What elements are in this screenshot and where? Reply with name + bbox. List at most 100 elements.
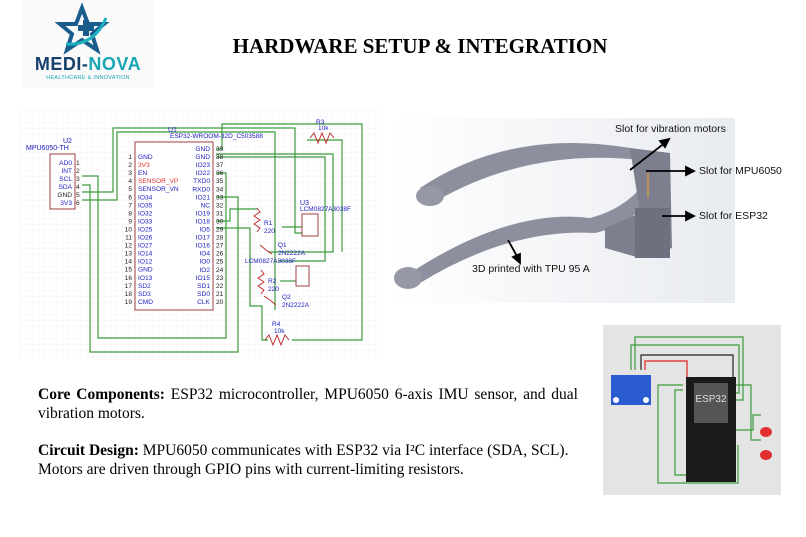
- wiring-simulation-image: ESP32: [603, 325, 781, 495]
- r2-ref: R2: [268, 278, 277, 285]
- label-mpu-slot: Slot for MPU6050: [699, 165, 782, 177]
- u1-pin-number: 9: [128, 218, 132, 225]
- u1-pin-label: IO5: [199, 227, 210, 234]
- u2-part: MPU6050-TH: [26, 145, 69, 152]
- callout-arrows: [507, 137, 697, 265]
- u1-pin-number: 32: [216, 202, 224, 209]
- u2-ref: U2: [63, 138, 72, 145]
- page-title: HARDWARE SETUP & INTEGRATION: [232, 34, 608, 58]
- u1-pin-number: 14: [125, 259, 133, 266]
- u1-pin-number: 2: [128, 162, 132, 169]
- q2-val: 2N2222A: [282, 302, 310, 309]
- u1-pin-number: 22: [216, 283, 224, 290]
- u1-pin-label: IO13: [138, 275, 153, 282]
- u1-pin-label: TXD0: [193, 178, 210, 185]
- resistor-r1: [253, 207, 261, 233]
- u2-pin-label: SCL: [59, 176, 72, 183]
- u1-pin-number: 19: [125, 299, 133, 306]
- u2-pin-label: INT: [61, 168, 72, 175]
- u1-pin-label: IO16: [196, 243, 211, 250]
- u1-pin-label: IO32: [138, 210, 153, 217]
- star-cross-icon: [54, 2, 110, 55]
- u1-pin-label: IO21: [196, 194, 211, 201]
- u1-pin-label: IO15: [196, 275, 211, 282]
- u1-pin-label: RXD0: [192, 186, 210, 193]
- u2-pin-number: 2: [76, 168, 80, 175]
- u1-pin-label: GND: [195, 154, 210, 161]
- headset-3d-render: Slot for vibration motors Slot for MPU60…: [390, 118, 790, 308]
- r3-ref: R3: [316, 119, 325, 126]
- u1-pin-label: IO35: [138, 202, 153, 209]
- r1-val: 220: [264, 228, 275, 235]
- u1-pin-number: 8: [128, 210, 132, 217]
- u1-pin-number: 36: [216, 170, 224, 177]
- resistor-r2: [257, 269, 265, 295]
- headset-model-image: [390, 118, 735, 303]
- u1-pin-number: 28: [216, 235, 224, 242]
- u1-pin-label: IO12: [138, 259, 153, 266]
- u1-pin-label: SD3: [138, 291, 151, 298]
- medi-nova-logo: MEDI-NOVA HEALTHCARE & INNOVATION: [22, 0, 154, 88]
- u1-pin-label: IO4: [199, 251, 210, 258]
- label-tpu: 3D printed with TPU 95 A: [472, 263, 590, 275]
- u2-pin-label: SDA: [58, 184, 72, 191]
- u1-pin-label: IO26: [138, 235, 153, 242]
- u1-pin-label: NC: [200, 202, 210, 209]
- u1-pin-number: 3: [128, 170, 132, 177]
- u1-pin-number: 29: [216, 227, 224, 234]
- u2-pin-number: 1: [76, 160, 80, 167]
- u1-pin-label: IO25: [138, 226, 153, 233]
- u1-pin-label: CMD: [138, 299, 153, 306]
- u1-pin-label: IO22: [196, 170, 211, 177]
- u1-pin-number: 26: [216, 251, 224, 258]
- u1-pin-label: SD1: [197, 283, 210, 290]
- u1-pin-number: 38: [216, 154, 224, 161]
- esp32-breadboard-diagram: ESP32: [611, 336, 772, 484]
- led-1: [760, 427, 772, 437]
- u1-pin-number: 30: [216, 218, 224, 225]
- r4-ref: R4: [272, 321, 281, 328]
- u2-pin-number: 5: [76, 192, 80, 199]
- resistor-r4: [264, 333, 290, 347]
- q2-ref: Q2: [282, 294, 291, 301]
- esp32-board-label: ESP32: [695, 394, 727, 405]
- u1-ref: U1: [168, 127, 177, 134]
- u1-pin-number: 11: [125, 235, 132, 242]
- circuit-heading: Circuit Design:: [38, 442, 139, 459]
- u1-pin-number: 13: [125, 251, 133, 258]
- u1-pin-number: 7: [128, 202, 132, 209]
- u1-pin-label: IO23: [196, 162, 211, 169]
- u2-pin-number: 6: [76, 200, 80, 207]
- u1-pin-label: 3V3: [138, 162, 150, 169]
- u1-pin-number: 15: [125, 267, 133, 274]
- resistor-r3: [309, 131, 335, 145]
- u2-pin-number: 4: [76, 184, 80, 191]
- u1-pin-label: IO19: [196, 210, 211, 217]
- q1-ref: Q1: [278, 242, 287, 249]
- u1-pin-label: GND: [138, 154, 153, 161]
- transistor-q1: [259, 244, 273, 255]
- u2-pin-label: GND: [57, 192, 72, 199]
- u1-pin-number: 17: [125, 283, 133, 290]
- u2-pin-label: 3V3: [60, 200, 72, 207]
- label-esp-slot: Slot for ESP32: [699, 210, 768, 222]
- u1-pin-label: IO34: [138, 194, 153, 201]
- u1-pin-number: 12: [125, 243, 133, 250]
- u1-pin-label: IO17: [196, 235, 211, 242]
- u1-pin-label: IO27: [138, 243, 153, 250]
- core-body: ESP32 microcontroller, MPU6050 6-axis IM…: [38, 386, 578, 422]
- u1-pin-number: 4: [128, 178, 132, 185]
- u1-pin-number: 37: [216, 162, 224, 169]
- u1-pin-number: 18: [125, 291, 133, 298]
- circuit-design-paragraph: Circuit Design: MPU6050 communicates wit…: [38, 441, 598, 479]
- u1-pin-label: IO0: [199, 259, 210, 266]
- circuit-body: MPU6050 communicates with ESP32 via I²C …: [38, 442, 569, 478]
- u1-pin-number: 23: [216, 275, 224, 282]
- u1-pin-number: 6: [128, 194, 132, 201]
- u1-pin-label: IO14: [138, 251, 153, 258]
- u1-pin-label: IO33: [138, 218, 153, 225]
- u2-pin-number: 3: [76, 176, 80, 183]
- u1-pin-number: 24: [216, 267, 224, 274]
- r4-val: 10k: [274, 328, 285, 335]
